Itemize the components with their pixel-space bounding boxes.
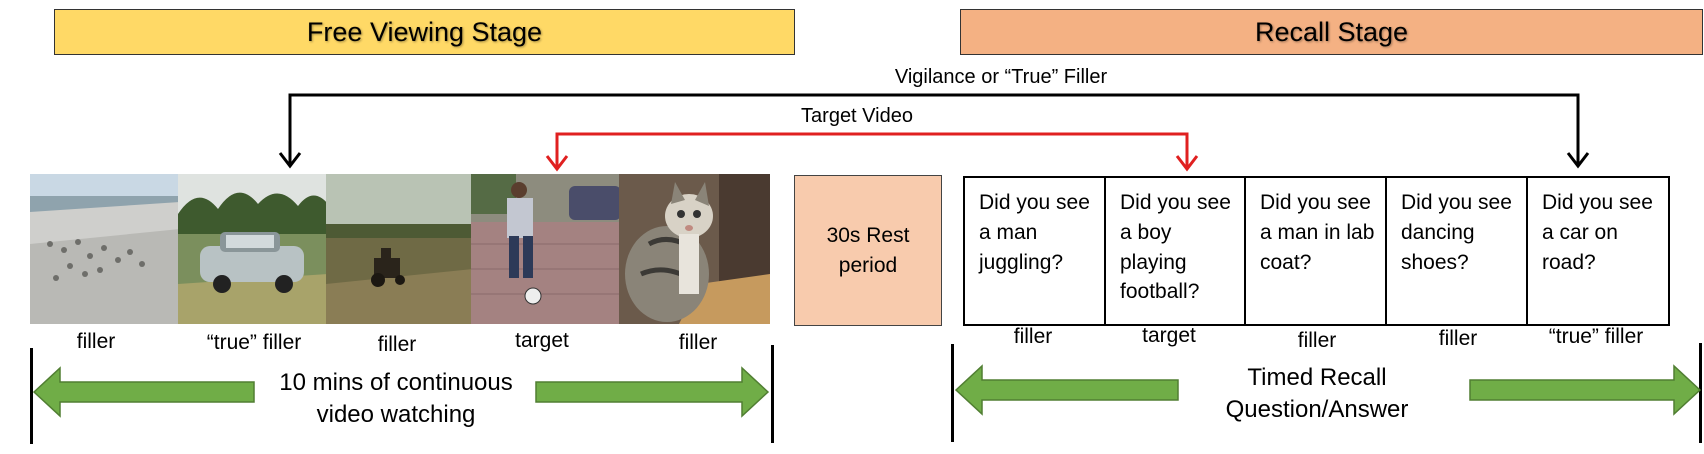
question-cell-3: Did you see a man in lab coat? xyxy=(1246,178,1387,324)
arrow-left-pointing-1 xyxy=(32,366,255,418)
free-viewing-stage-label: Free Viewing Stage xyxy=(306,16,543,47)
rest-period-label-line1: 30s Rest xyxy=(826,224,910,248)
timeline-left-label: 10 mins of continuous video watching xyxy=(279,369,513,429)
timeline-left-start-bar xyxy=(30,348,33,444)
recall-stage-banner: Recall Stage xyxy=(960,9,1703,55)
vigilance-connector-label: Vigilance or “True” Filler xyxy=(894,66,1108,88)
timeline-right-start-bar xyxy=(951,344,954,442)
timeline-left-end-bar xyxy=(771,345,774,443)
question-caption-3: filler xyxy=(1297,329,1337,352)
video-caption-3: filler xyxy=(377,333,417,356)
arrow-right-pointing-2 xyxy=(1469,364,1702,416)
free-viewing-stage-banner: Free Viewing Stage xyxy=(54,9,795,55)
timeline-right-end-bar xyxy=(1699,343,1702,443)
arrow-left-pointing-2 xyxy=(954,364,1179,416)
video-frame-car xyxy=(178,174,328,324)
recall-questions-row: Did you see a man juggling? Did you see … xyxy=(963,176,1670,326)
rest-period-box: 30s Rest period xyxy=(794,175,942,326)
target-arrowhead-left xyxy=(545,155,569,172)
question-cell-5: Did you see a car on road? xyxy=(1542,191,1653,274)
vigilance-arrowhead-right xyxy=(1566,152,1590,169)
video-caption-2: “true” filler xyxy=(206,331,302,354)
question-cell-1: Did you see a man juggling? xyxy=(965,178,1106,324)
question-cell-2: Did you see a boy playing football? xyxy=(1106,178,1246,324)
video-caption-1: filler xyxy=(76,330,116,353)
rest-period-label-line2: period xyxy=(838,253,898,277)
question-caption-2: target xyxy=(1142,324,1196,347)
timeline-arrows xyxy=(32,364,1702,418)
question-caption-1: filler xyxy=(1013,325,1053,348)
video-caption-4: target xyxy=(515,329,569,352)
vigilance-connector-line xyxy=(288,93,1580,165)
video-caption-5: filler xyxy=(678,331,718,354)
vigilance-arrowhead-left xyxy=(278,152,302,169)
video-frame-tractor xyxy=(326,174,473,324)
recall-stage-label: Recall Stage xyxy=(1254,16,1409,47)
connector-arrows xyxy=(278,93,1590,172)
timeline-right-label: Timed Recall Question/Answer xyxy=(1225,364,1409,424)
target-arrowhead-right xyxy=(1175,155,1199,172)
target-connector-line xyxy=(555,132,1189,168)
question-caption-5: “true” filler xyxy=(1548,325,1644,348)
video-frame-boy-football xyxy=(471,174,621,324)
video-frame-cat xyxy=(619,174,770,324)
video-frame-beach xyxy=(30,174,180,324)
question-caption-4: filler xyxy=(1438,327,1478,350)
question-cell-4: Did you see dancing shoes? xyxy=(1387,178,1528,324)
target-connector-label: Target Video xyxy=(801,105,913,127)
arrow-right-pointing-1 xyxy=(535,366,770,418)
